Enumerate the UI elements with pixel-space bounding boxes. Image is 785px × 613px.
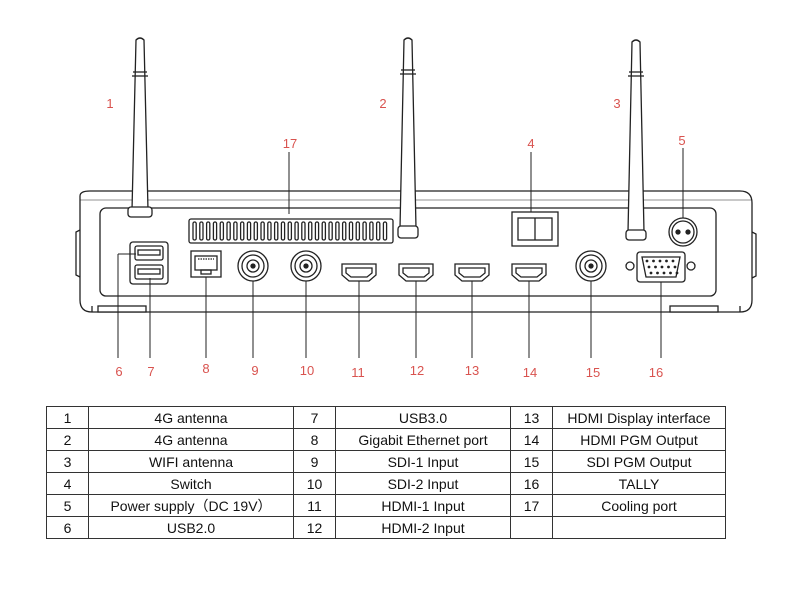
callout-4: 4 [527, 136, 534, 151]
legend-number [510, 516, 553, 539]
legend-label: SDI-2 Input [335, 472, 511, 495]
legend-label: HDMI-2 Input [335, 516, 511, 539]
antenna-3-icon [625, 39, 647, 241]
callout-9: 9 [251, 363, 258, 378]
legend-label: 4G antenna [88, 406, 294, 429]
legend-row: 2 4G antenna 8 Gigabit Ethernet port 14 … [46, 428, 726, 451]
legend-label: Power supply（DC 19V） [88, 494, 294, 517]
callout-12: 12 [410, 363, 424, 378]
callout-16: 16 [649, 365, 663, 380]
usb-ports-icon [129, 241, 169, 285]
legend-number: 15 [510, 450, 553, 473]
legend-label: Gigabit Ethernet port [335, 428, 511, 451]
legend-number: 2 [46, 428, 89, 451]
callout-13: 13 [465, 363, 479, 378]
callout-1: 1 [106, 96, 113, 111]
legend-label: 4G antenna [88, 428, 294, 451]
callout-10: 10 [300, 363, 314, 378]
sdi-2-connector-icon [290, 250, 322, 282]
legend-number: 12 [293, 516, 336, 539]
legend-row: 4 Switch 10 SDI-2 Input 16 TALLY [46, 472, 726, 495]
component-legend-table: 1 4G antenna 7 USB3.0 13 HDMI Display in… [46, 406, 726, 539]
power-switch-icon [511, 211, 559, 247]
legend-number: 17 [510, 494, 553, 517]
legend-label: Switch [88, 472, 294, 495]
callout-5: 5 [678, 133, 685, 148]
legend-label: WIFI antenna [88, 450, 294, 473]
device-rear-panel-diagram: 1 2 3 4 5 6 7 8 9 10 11 12 13 14 15 16 1… [75, 37, 757, 380]
callout-labels: 1 2 3 4 5 6 7 8 9 10 11 12 13 14 15 16 1… [106, 96, 685, 380]
legend-number: 1 [46, 406, 89, 429]
legend-number: 16 [510, 472, 553, 495]
callout-17: 17 [283, 136, 297, 151]
callout-15: 15 [586, 365, 600, 380]
sdi-1-connector-icon [237, 250, 269, 282]
legend-number: 13 [510, 406, 553, 429]
legend-label: USB2.0 [88, 516, 294, 539]
callout-2: 2 [379, 96, 386, 111]
legend-number: 4 [46, 472, 89, 495]
callout-leader-lines [117, 148, 684, 358]
legend-row: 6 USB2.0 12 HDMI-2 Input [46, 516, 726, 539]
legend-number: 6 [46, 516, 89, 539]
callout-8: 8 [202, 361, 209, 376]
legend-label: TALLY [552, 472, 726, 495]
hdmi-1-port-icon [341, 263, 377, 282]
legend-label: SDI PGM Output [552, 450, 726, 473]
legend-number: 7 [293, 406, 336, 429]
legend-number: 10 [293, 472, 336, 495]
callout-11: 11 [351, 365, 365, 380]
legend-label: HDMI Display interface [552, 406, 726, 429]
legend-number: 9 [293, 450, 336, 473]
hdmi-pgm-port-icon [511, 263, 547, 282]
legend-number: 14 [510, 428, 553, 451]
legend-number: 11 [293, 494, 336, 517]
legend-row: 5 Power supply（DC 19V） 11 HDMI-1 Input 1… [46, 494, 726, 517]
legend-label: Cooling port [552, 494, 726, 517]
antenna-2-icon [397, 37, 419, 239]
legend-number: 3 [46, 450, 89, 473]
callout-6: 6 [115, 364, 122, 379]
legend-label: USB3.0 [335, 406, 511, 429]
ethernet-port-icon [190, 250, 222, 278]
tally-port-icon [625, 251, 696, 283]
callout-14: 14 [523, 365, 537, 380]
callout-3: 3 [613, 96, 620, 111]
legend-row: 3 WIFI antenna 9 SDI-1 Input 15 SDI PGM … [46, 450, 726, 473]
legend-label [552, 516, 726, 539]
legend-row: 1 4G antenna 7 USB3.0 13 HDMI Display in… [46, 406, 726, 429]
callout-7: 7 [147, 364, 154, 379]
hdmi-2-port-icon [398, 263, 434, 282]
legend-label: HDMI PGM Output [552, 428, 726, 451]
antenna-1-icon [127, 37, 153, 218]
dc-power-jack-icon [668, 217, 698, 247]
sdi-pgm-connector-icon [575, 250, 607, 282]
cooling-vent-grille [188, 218, 394, 244]
legend-label: SDI-1 Input [335, 450, 511, 473]
legend-number: 8 [293, 428, 336, 451]
hdmi-display-port-icon [454, 263, 490, 282]
legend-number: 5 [46, 494, 89, 517]
legend-label: HDMI-1 Input [335, 494, 511, 517]
